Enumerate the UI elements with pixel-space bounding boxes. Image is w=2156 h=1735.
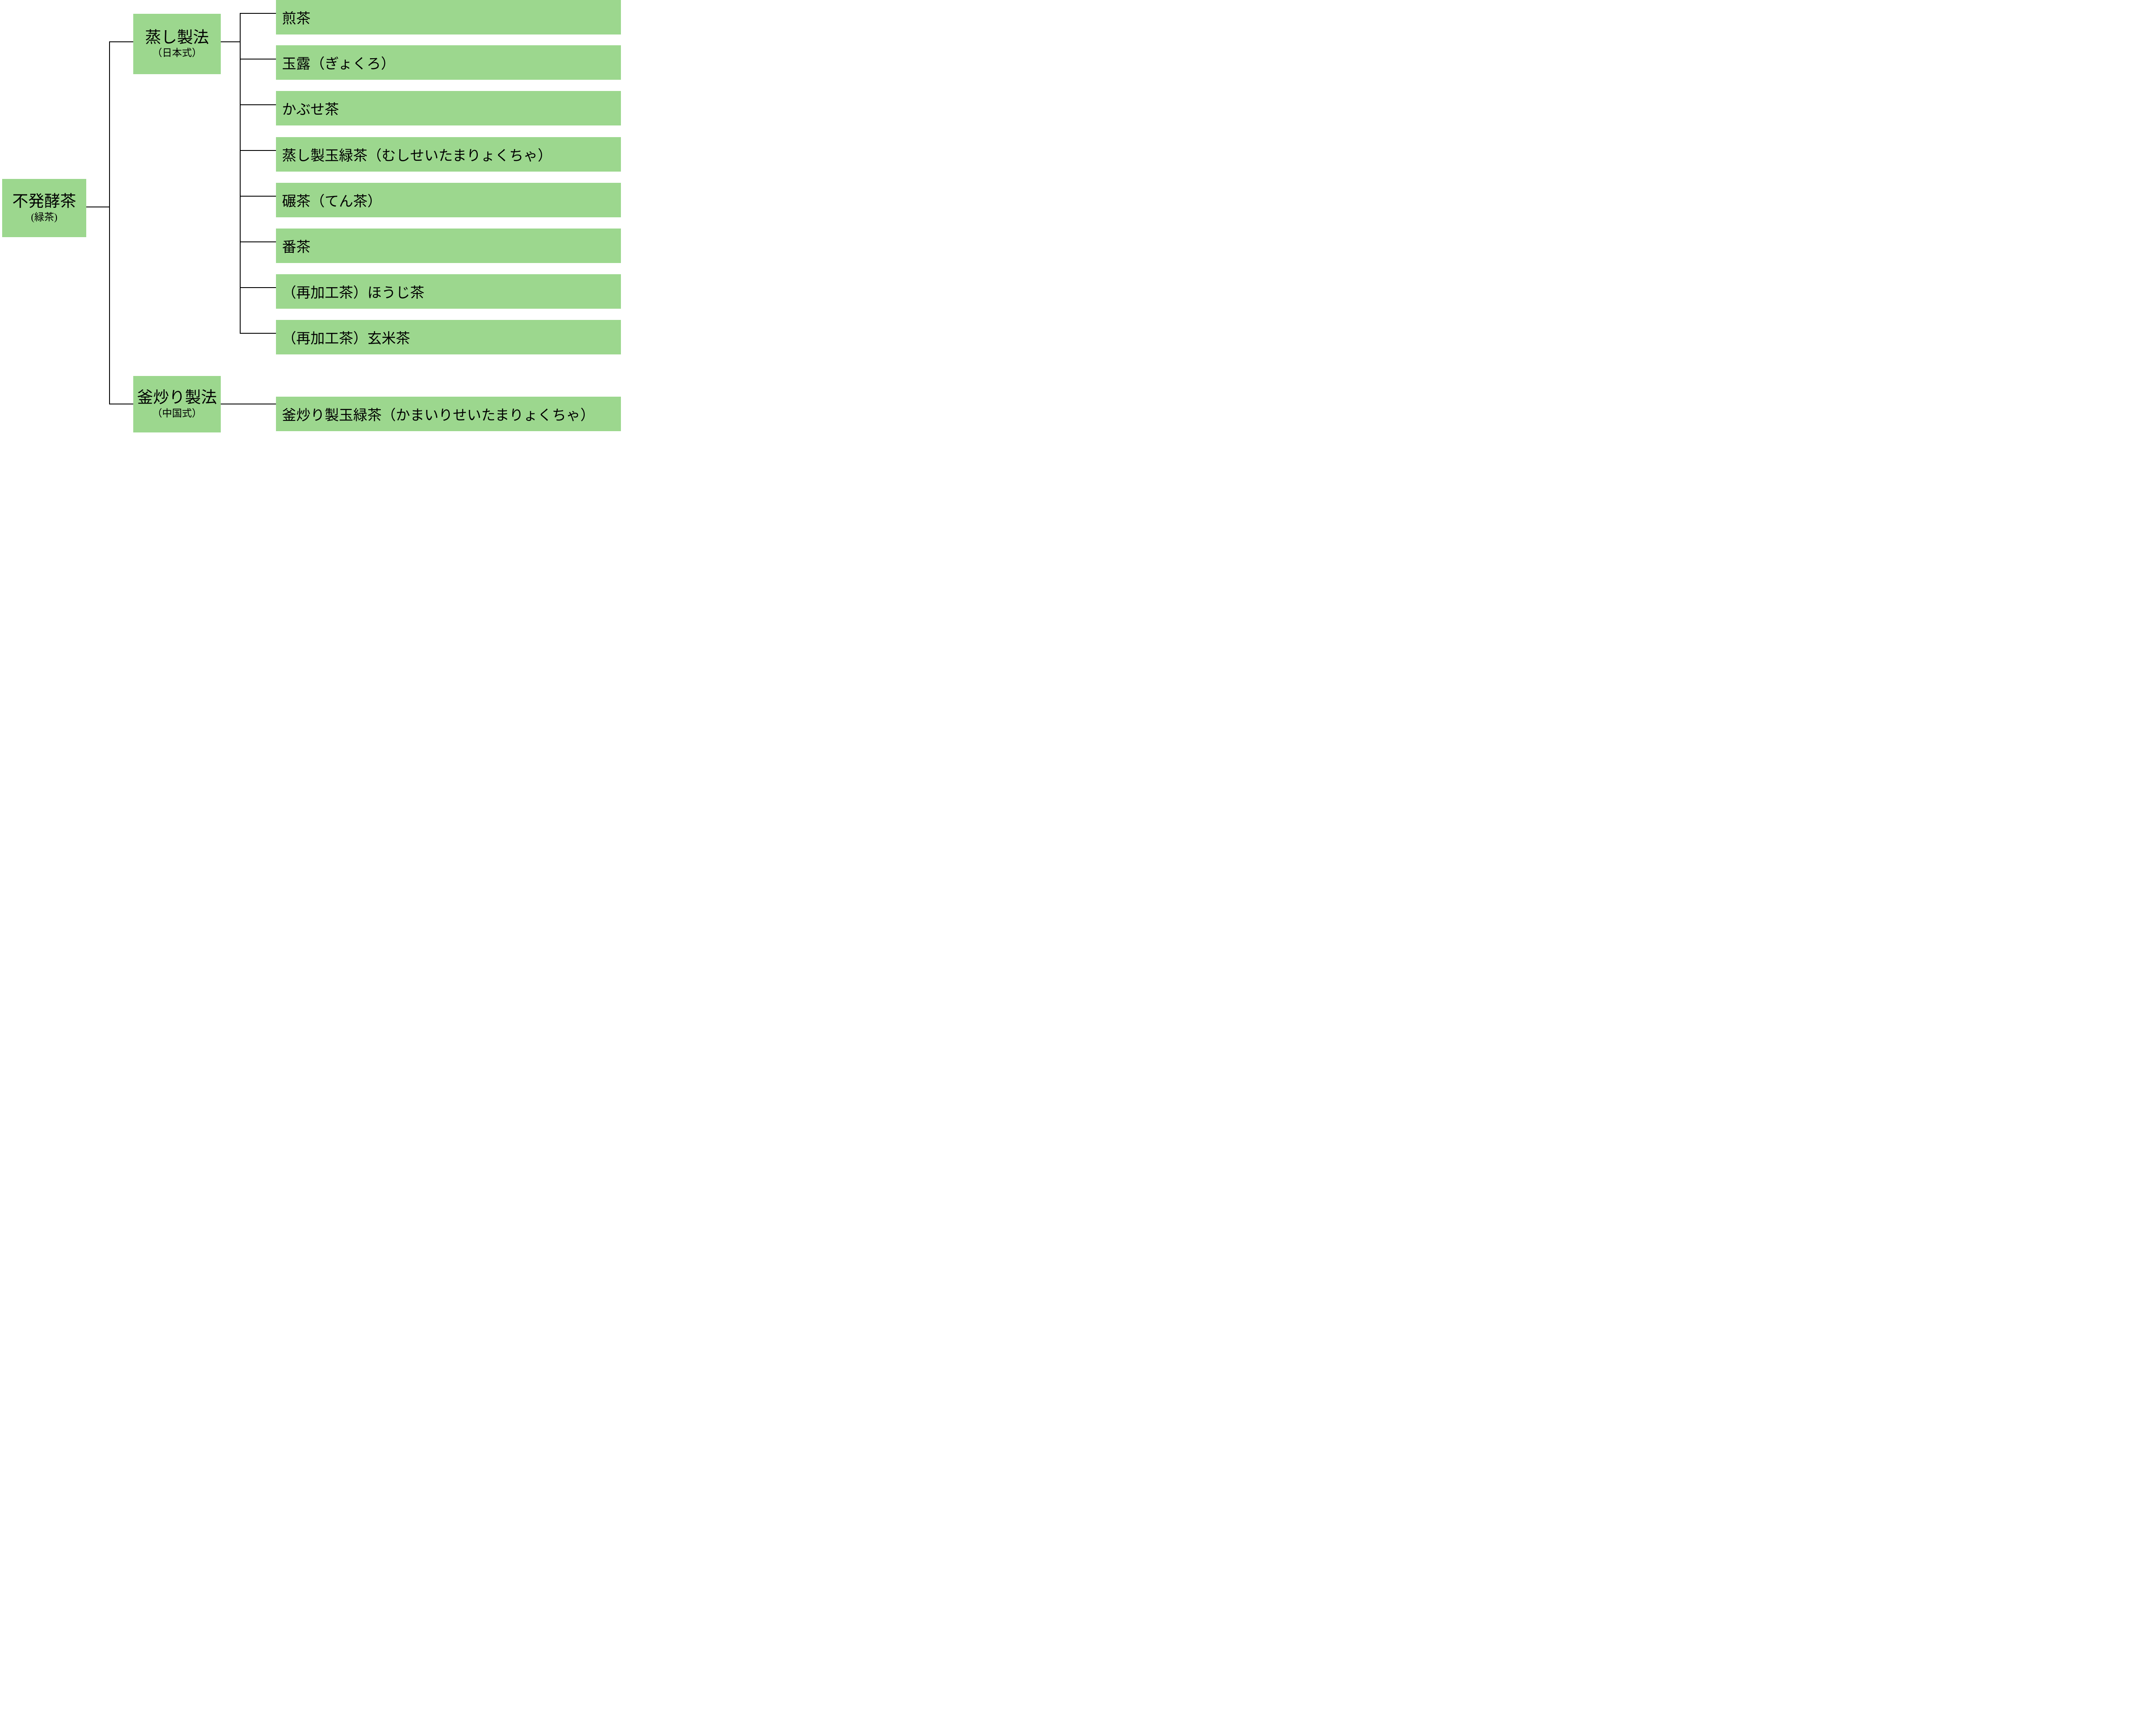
steamed-method-subtitle: （日本式） xyxy=(152,47,202,59)
connector-stub-mushisei-tamaryokucha xyxy=(240,150,276,151)
root-node-subtitle: (緑茶) xyxy=(31,211,58,222)
tea-bar-mushisei-tamaryokucha: 蒸し製玉緑茶（むしせいたまりょくちゃ） xyxy=(276,137,621,172)
root-node-title: 不発酵茶 xyxy=(12,193,76,211)
connector-stub-tencha xyxy=(240,196,276,197)
connector-stub-houjicha xyxy=(240,287,276,288)
panfired-method-subtitle: （中国式） xyxy=(152,407,202,419)
connector-steamed-subtrunk xyxy=(240,13,241,334)
panfired-method-title: 釜炒り製法 xyxy=(137,389,217,407)
connector-stub-sencha xyxy=(240,13,276,14)
tea-bar-kabusecha: かぶせ茶 xyxy=(276,91,621,125)
tea-bar-gyokuro: 玉露（ぎょくろ） xyxy=(276,45,621,80)
tea-bar-sencha: 煎茶 xyxy=(276,0,621,34)
tea-bar-kamairisei-tamaryokucha: 釜炒り製玉緑茶（かまいりせいたまりょくちゃ） xyxy=(276,397,621,431)
connector-main-trunk xyxy=(109,41,110,404)
tea-bar-tencha: 碾茶（てん茶） xyxy=(276,183,621,217)
method-node-panfired: 釜炒り製法 （中国式） xyxy=(133,376,221,432)
tea-bar-houjicha: （再加工茶）ほうじ茶 xyxy=(276,274,621,309)
connector-trunk-to-steamed-box xyxy=(109,41,133,42)
tea-bar-genmaicha: （再加工茶）玄米茶 xyxy=(276,320,621,354)
connector-steamed-box-to-subtrunk xyxy=(221,41,240,42)
connector-stub-kabusecha xyxy=(240,104,276,105)
tea-bar-bancha: 番茶 xyxy=(276,229,621,263)
connector-stub-gyokuro xyxy=(240,59,276,60)
root-node-unfermented-tea: 不発酵茶 (緑茶) xyxy=(2,179,86,237)
method-node-steamed: 蒸し製法 （日本式） xyxy=(133,14,221,74)
connector-stub-genmaicha xyxy=(240,333,276,334)
tea-classification-diagram: 不発酵茶 (緑茶) 蒸し製法 （日本式） 釜炒り製法 （中国式） 煎茶 玉露（ぎ… xyxy=(0,0,621,434)
steamed-method-title: 蒸し製法 xyxy=(145,28,209,47)
connector-stub-bancha xyxy=(240,241,276,242)
